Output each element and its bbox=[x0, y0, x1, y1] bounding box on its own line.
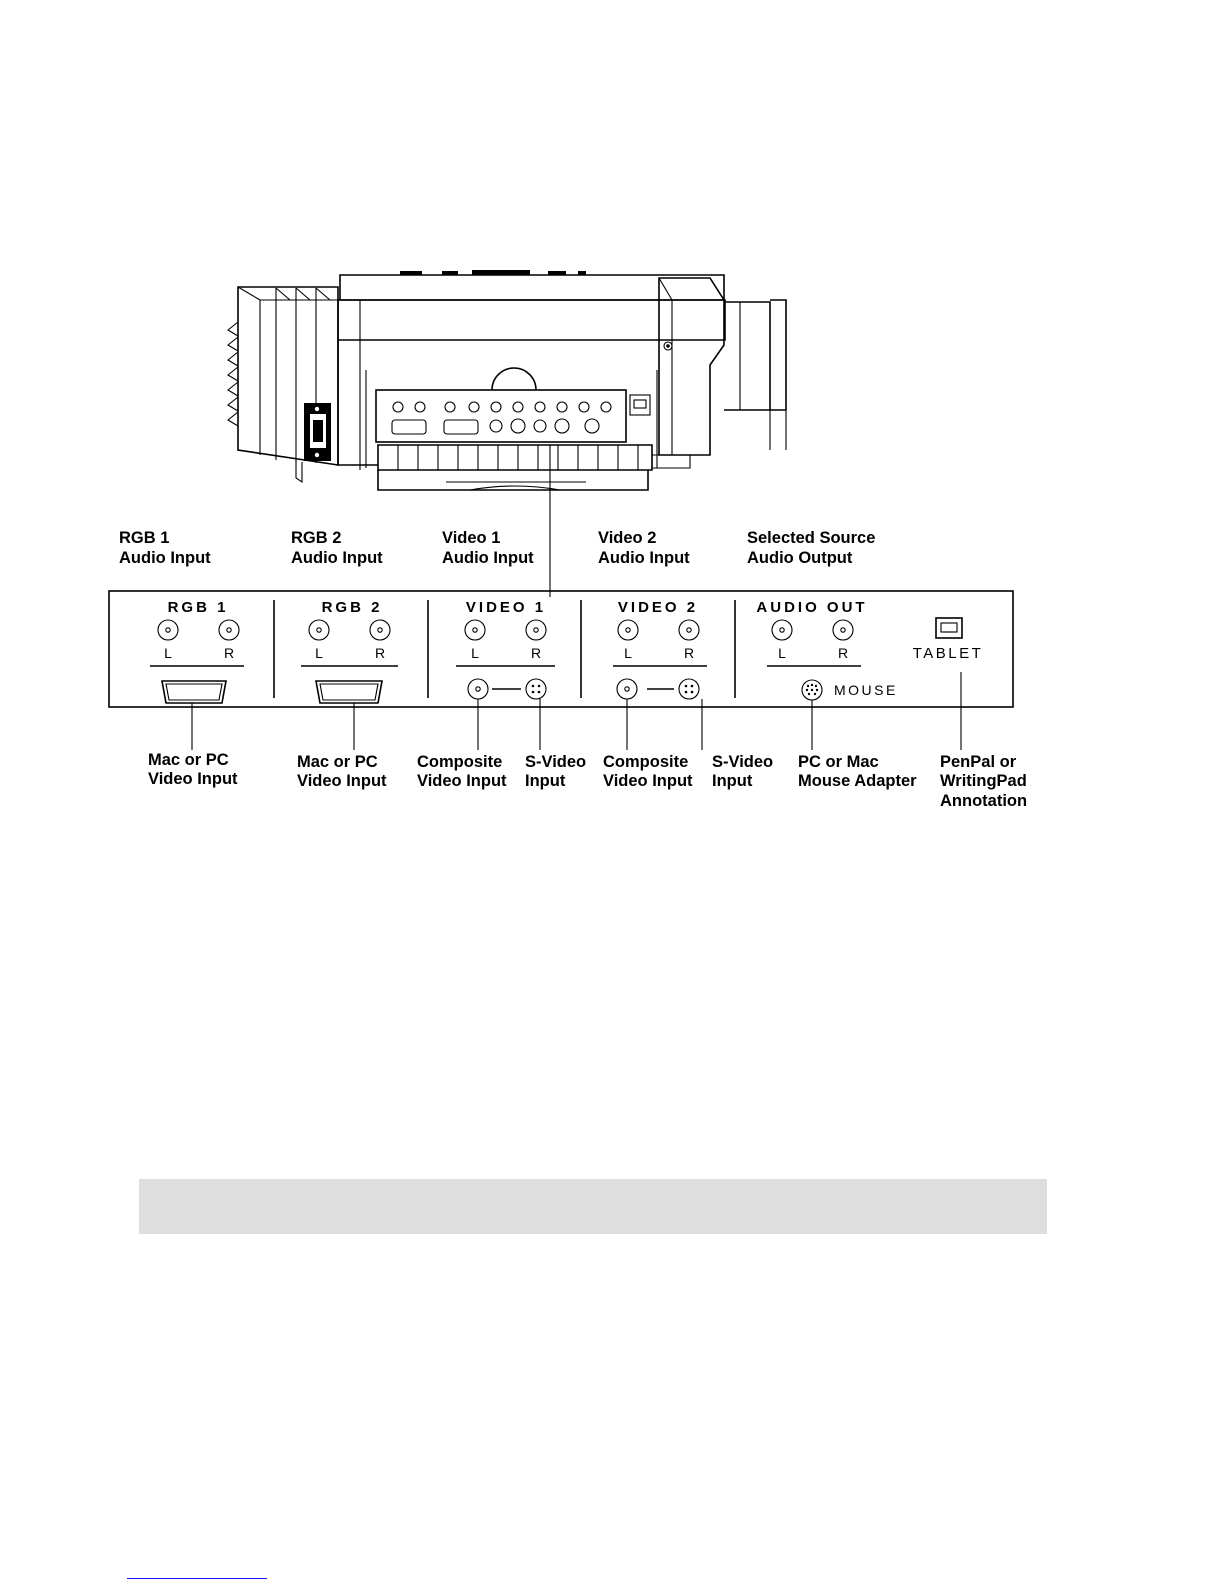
section-title-video2: VIDEO 2 bbox=[618, 599, 698, 616]
shaded-note-band bbox=[139, 1179, 1047, 1234]
callout-mac-pc-video2-line1: Mac or PC bbox=[297, 753, 378, 771]
s-video-jack-icon bbox=[525, 678, 547, 700]
callout-svideo1-line2: Input bbox=[525, 772, 566, 790]
section-rgb2: RGB 2 L R bbox=[301, 599, 398, 704]
section-title-rgb1: RGB 1 bbox=[168, 599, 229, 616]
left-channel-label: L bbox=[778, 645, 786, 661]
mouse-port-label: MOUSE bbox=[834, 682, 898, 698]
s-video-jack-icon bbox=[678, 678, 700, 700]
projector-illustration bbox=[227, 270, 787, 491]
tablet-port-label: TABLET bbox=[913, 645, 984, 662]
rca-jack-icon bbox=[157, 619, 179, 641]
rca-jack-icon bbox=[832, 619, 854, 641]
bottom-callouts: Mac or PC Video Input Mac or PC Video In… bbox=[148, 751, 1027, 810]
callout-rgb2-audio-line2: Audio Input bbox=[291, 549, 383, 567]
section-title-video1: VIDEO 1 bbox=[466, 599, 546, 616]
connector-panel: RGB 1 L R RGB 2 L R bbox=[108, 590, 1014, 708]
rca-jack-icon bbox=[369, 619, 391, 641]
left-channel-label: L bbox=[624, 645, 632, 661]
callout-svideo2-line2: Input bbox=[712, 772, 753, 790]
callout-video2-audio-line2: Audio Input bbox=[598, 549, 690, 567]
left-channel-label: L bbox=[471, 645, 479, 661]
rca-jack-icon bbox=[525, 619, 547, 641]
section-video1: VIDEO 1 L R bbox=[456, 599, 555, 700]
composite-jack-icon bbox=[616, 678, 638, 700]
callout-video2-audio-line1: Video 2 bbox=[598, 529, 656, 547]
callout-mac-pc-video1-line2: Video Input bbox=[148, 770, 238, 788]
callout-mouse-line2: Mouse Adapter bbox=[798, 772, 917, 790]
section-tablet: TABLET bbox=[913, 617, 984, 662]
callout-rgb1-audio-line2: Audio Input bbox=[119, 549, 211, 567]
callout-tablet-line3: Annotation bbox=[940, 792, 1027, 810]
callout-composite1-line2: Video Input bbox=[417, 772, 507, 790]
callout-tablet-line1: PenPal or bbox=[940, 753, 1017, 771]
rca-jack-icon bbox=[617, 619, 639, 641]
rca-jack-icon bbox=[771, 619, 793, 641]
callout-video1-audio-line1: Video 1 bbox=[442, 529, 500, 547]
right-channel-label: R bbox=[224, 645, 234, 661]
vga-port-icon bbox=[161, 680, 227, 704]
section-rgb1: RGB 1 L R bbox=[150, 599, 244, 704]
callout-audio-out-line1: Selected Source bbox=[747, 529, 875, 547]
top-callouts: RGB 1 Audio Input RGB 2 Audio Input Vide… bbox=[119, 529, 875, 567]
callout-video1-audio-line2: Audio Input bbox=[442, 549, 534, 567]
left-channel-label: L bbox=[164, 645, 172, 661]
left-channel-label: L bbox=[315, 645, 323, 661]
vga-port-icon bbox=[315, 680, 383, 704]
right-channel-label: R bbox=[375, 645, 385, 661]
callout-rgb1-audio-line1: RGB 1 bbox=[119, 529, 169, 547]
panel-frame bbox=[108, 590, 1014, 708]
rca-jack-icon bbox=[308, 619, 330, 641]
rca-jack-icon bbox=[218, 619, 240, 641]
callout-audio-out-line2: Audio Output bbox=[747, 549, 853, 567]
section-audio-out: AUDIO OUT L R MOUSE bbox=[756, 599, 898, 701]
section-title-audio-out: AUDIO OUT bbox=[756, 599, 867, 616]
tablet-port-icon bbox=[935, 617, 963, 639]
composite-jack-icon bbox=[467, 678, 489, 700]
section-video2: VIDEO 2 L R bbox=[613, 599, 707, 700]
mouse-port-icon bbox=[801, 679, 823, 701]
callout-tablet-line2: WritingPad bbox=[940, 772, 1027, 790]
footnote-rule bbox=[127, 1578, 267, 1579]
rca-jack-icon bbox=[678, 619, 700, 641]
callout-mouse-line1: PC or Mac bbox=[798, 753, 879, 771]
callout-composite1-line1: Composite bbox=[417, 753, 502, 771]
callout-rgb2-audio-line1: RGB 2 bbox=[291, 529, 341, 547]
callout-composite2-line1: Composite bbox=[603, 753, 688, 771]
callout-svideo2-line1: S-Video bbox=[712, 753, 773, 771]
section-title-rgb2: RGB 2 bbox=[322, 599, 383, 616]
callout-mac-pc-video2-line2: Video Input bbox=[297, 772, 387, 790]
callout-composite2-line2: Video Input bbox=[603, 772, 693, 790]
right-channel-label: R bbox=[684, 645, 694, 661]
callout-mac-pc-video1-line1: Mac or PC bbox=[148, 751, 229, 769]
rca-jack-icon bbox=[464, 619, 486, 641]
right-channel-label: R bbox=[838, 645, 848, 661]
right-channel-label: R bbox=[531, 645, 541, 661]
bottom-leader-lines bbox=[191, 672, 962, 750]
callout-svideo1-line1: S-Video bbox=[525, 753, 586, 771]
